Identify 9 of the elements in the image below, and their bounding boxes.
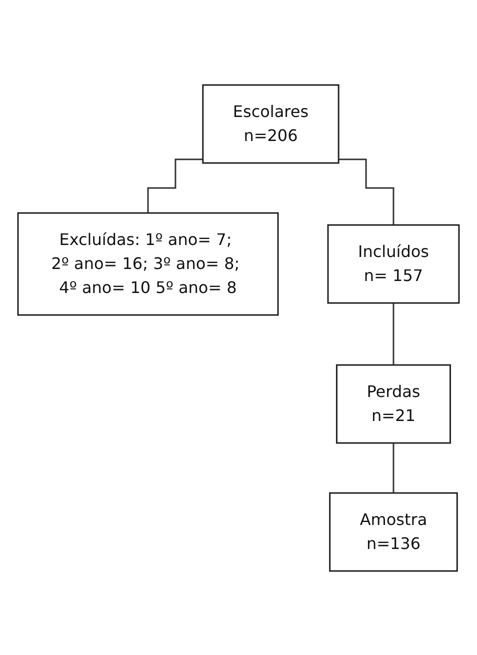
connector (392, 442, 394, 494)
connector (338, 158, 394, 226)
connector (147, 158, 203, 214)
node-box: Amostra n=136 (329, 492, 458, 572)
node-box: Incluídos n= 157 (327, 224, 460, 304)
node-box: Excluídas: 1º ano= 7; 2º ano= 16; 3º ano= 8; 4º ano= 10 5º ano= 8 (17, 212, 279, 316)
node-box: Perdas n=21 (336, 364, 451, 444)
connector (392, 302, 394, 366)
node-box: Escolares n=206 (202, 84, 340, 164)
